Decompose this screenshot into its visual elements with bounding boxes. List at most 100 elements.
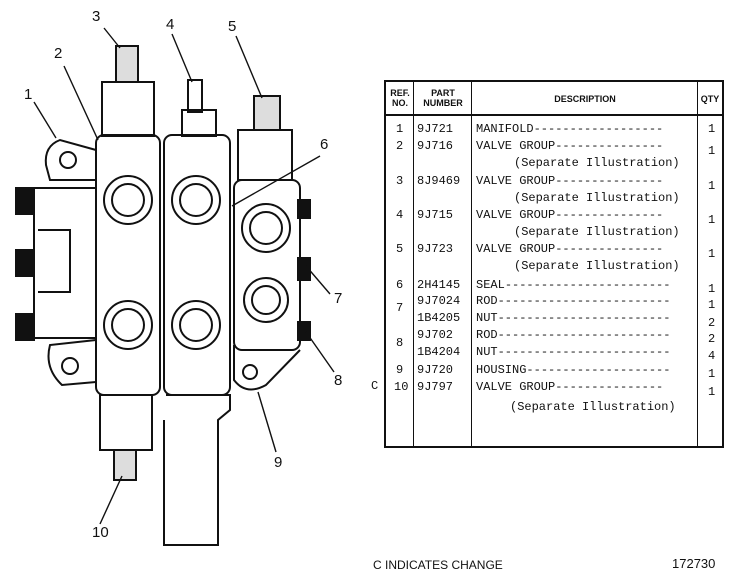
- row-description: VALVE GROUP---------------: [476, 139, 664, 153]
- row-part-number: 9J7024: [417, 294, 461, 308]
- manifold-ear-hole-top: [59, 151, 77, 169]
- change-legend: C INDICATES CHANGE: [373, 558, 503, 572]
- row-ref: 6: [396, 278, 404, 292]
- callout-2: 2: [54, 45, 63, 62]
- row-description: VALVE GROUP---------------: [476, 242, 664, 256]
- row-description: NUT------------------------: [476, 345, 671, 359]
- row-qty: 2: [708, 316, 716, 330]
- callout-5: 5: [228, 18, 237, 35]
- callout-8: 8: [334, 372, 343, 389]
- manifold-ear-hole-right: [242, 364, 258, 380]
- header-part-number: PART NUMBER: [414, 82, 472, 116]
- row-part-number: 9J797: [417, 380, 454, 394]
- row-qty: 4: [708, 349, 716, 363]
- port-2a: [171, 175, 221, 225]
- row-ref: 1: [396, 122, 404, 136]
- valve-bottom-1: [99, 394, 153, 451]
- manifold-ear-right: [233, 345, 301, 391]
- header-qty: QTY: [698, 82, 722, 116]
- parts-list-table: REF. NO. PART NUMBER DESCRIPTION QTY 1 9…: [384, 80, 724, 448]
- valve-housing-2: [163, 394, 231, 546]
- row-qty: 1: [708, 367, 716, 381]
- callout-10: 10: [92, 524, 109, 541]
- row-description: VALVE GROUP---------------: [476, 208, 664, 222]
- row-qty: 2: [708, 332, 716, 346]
- manifold-side: [33, 187, 97, 339]
- callout-6: 6: [320, 136, 329, 153]
- nut-left-3: [15, 313, 35, 341]
- row-description: ROD------------------------: [476, 328, 671, 342]
- valve-body-2: [163, 134, 231, 396]
- column-divider: [697, 82, 698, 446]
- column-divider: [413, 82, 414, 446]
- nut-right-3: [297, 321, 311, 341]
- header-ref-no: REF. NO.: [386, 82, 414, 116]
- nut-left-1: [15, 187, 35, 215]
- port-1b-inner: [111, 308, 145, 342]
- row-qty: 1: [708, 213, 716, 227]
- row-part-number: 9J702: [417, 328, 454, 342]
- valve-lever-2: [187, 79, 203, 113]
- row-qty: 1: [708, 247, 716, 261]
- row-part-number: 9J720: [417, 363, 454, 377]
- valve-body-3: [233, 179, 301, 351]
- manifold-ear-hole-bottom: [61, 357, 79, 375]
- row-description: VALVE GROUP---------------: [476, 174, 664, 188]
- callout-9: 9: [274, 454, 283, 471]
- row-part-number: 9J715: [417, 208, 454, 222]
- valve-body-1: [95, 134, 161, 396]
- row-part-number: 1B4205: [417, 311, 461, 325]
- nut-right-1: [297, 199, 311, 219]
- row-qty: 1: [708, 298, 716, 312]
- callout-3: 3: [92, 8, 101, 25]
- row-description: SEAL-----------------------: [476, 278, 671, 292]
- manifold-ear-top: [44, 138, 97, 181]
- row-ref: 4: [396, 208, 404, 222]
- port-1a: [103, 175, 153, 225]
- row-qty: 1: [708, 385, 716, 399]
- valve-assembly-drawing: [15, 27, 335, 546]
- nut-left-2: [15, 249, 35, 277]
- row-ref: 3: [396, 174, 404, 188]
- drawing-number: 172730: [672, 556, 716, 571]
- valve-top-3: [253, 95, 281, 131]
- row-note: (Separate Illustration): [514, 156, 680, 170]
- port-1a-inner: [111, 183, 145, 217]
- callout-7: 7: [334, 290, 343, 307]
- row-note: (Separate Illustration): [514, 225, 680, 239]
- port-3a-inner: [249, 211, 283, 245]
- row-ref: 8: [396, 336, 404, 350]
- manifold-ear-bottom: [47, 339, 97, 387]
- port-2b-inner: [179, 308, 213, 342]
- row-qty: 1: [708, 282, 716, 296]
- row-part-number: 1B4204: [417, 345, 461, 359]
- row-ref: 2: [396, 139, 404, 153]
- row-note: (Separate Illustration): [514, 191, 680, 205]
- row-description: HOUSING--------------------: [476, 363, 671, 377]
- row-description: NUT------------------------: [476, 311, 671, 325]
- row-part-number: 8J9469: [417, 174, 461, 188]
- valve-cap-2: [181, 109, 217, 137]
- row-qty: 1: [708, 179, 716, 193]
- row-ref: 5: [396, 242, 404, 256]
- row-ref: 9: [396, 363, 404, 377]
- row-qty: 1: [708, 144, 716, 158]
- port-1b: [103, 300, 153, 350]
- header-description: DESCRIPTION: [472, 82, 698, 116]
- row-description: ROD------------------------: [476, 294, 671, 308]
- port-3a: [241, 203, 291, 253]
- row-part-number: 2H4145: [417, 278, 461, 292]
- row-description: VALVE GROUP---------------: [476, 380, 664, 394]
- callout-4: 4: [166, 16, 175, 33]
- row-description: MANIFOLD------------------: [476, 122, 664, 136]
- valve-cap-1: [101, 81, 155, 137]
- leader-lines: [33, 27, 335, 525]
- column-divider: [471, 82, 472, 446]
- port-2a-inner: [179, 183, 213, 217]
- valve-stem-1: [115, 45, 139, 83]
- port-3b-inner: [251, 285, 281, 315]
- row-qty: 1: [708, 122, 716, 136]
- valve-bolt-bottom-1: [113, 449, 137, 481]
- change-indicator: C: [371, 379, 379, 393]
- callout-1: 1: [24, 86, 33, 103]
